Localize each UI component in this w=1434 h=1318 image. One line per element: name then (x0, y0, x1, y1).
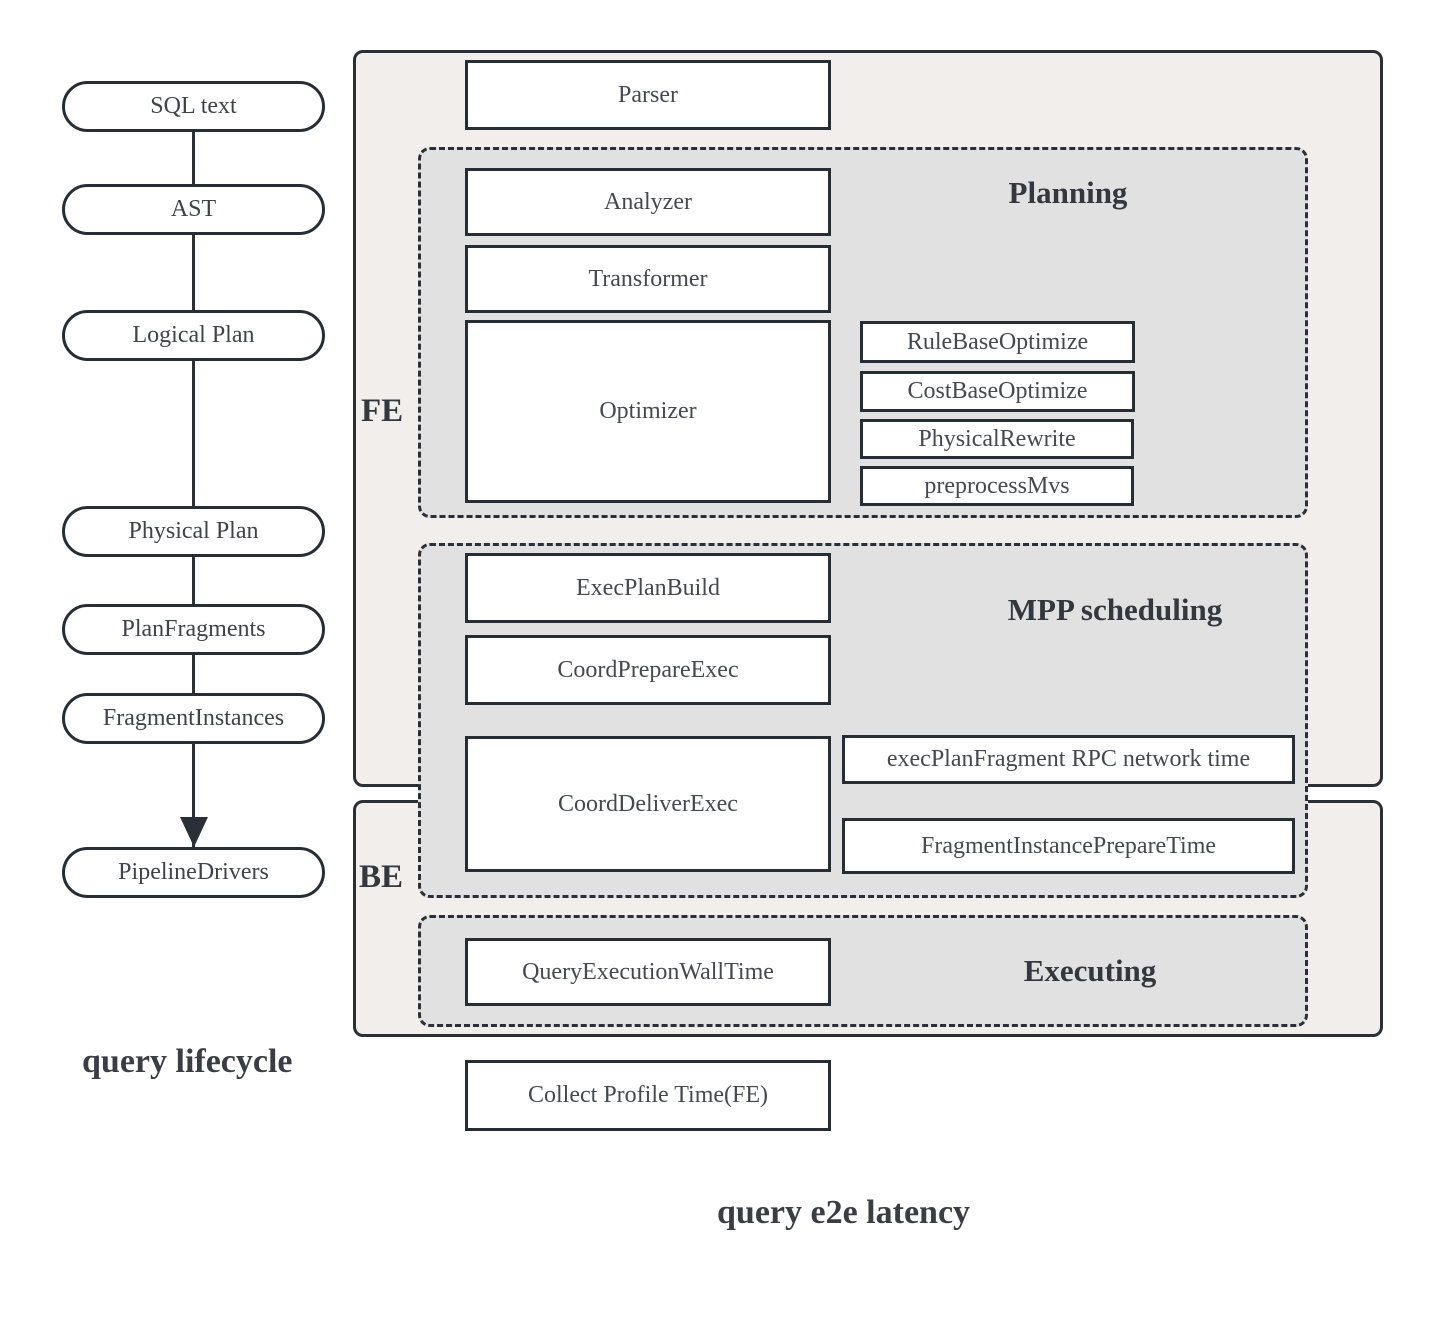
box-label: preprocessMvs (924, 472, 1070, 499)
flow-arrowhead-icon (180, 817, 208, 847)
e2e-latency-caption: query e2e latency (717, 1194, 971, 1231)
box-label: Optimizer (599, 398, 697, 424)
planning-title: Planning (1008, 175, 1128, 210)
exec-plan-fragment-rpc-box: execPlanFragment RPC network time (842, 735, 1295, 784)
optimizer-box: Optimizer (465, 320, 831, 503)
node-physical-plan: Physical Plan (62, 506, 325, 557)
box-label: FragmentInstancePrepareTime (920, 832, 1217, 859)
box-label: execPlanFragment RPC network time (886, 746, 1251, 772)
exec-plan-build-box: ExecPlanBuild (465, 553, 831, 623)
node-label: FragmentInstances (102, 705, 285, 731)
coord-deliver-exec-box: CoordDeliverExec (465, 736, 831, 872)
box-label: QueryExecutionWallTime (522, 958, 774, 985)
fe-label: FE (361, 393, 404, 429)
coord-prepare-exec-box: CoordPrepareExec (465, 635, 831, 705)
node-plan-fragments: PlanFragments (62, 604, 325, 655)
node-label: SQL text (150, 93, 237, 119)
transformer-box: Transformer (465, 245, 831, 313)
box-label: Analyzer (604, 188, 692, 215)
fragment-instance-prepare-box: FragmentInstancePrepareTime (842, 818, 1295, 874)
parser-box: Parser (465, 60, 831, 130)
query-execution-wall-time-box: QueryExecutionWallTime (465, 938, 831, 1006)
collect-profile-time-box: Collect Profile Time(FE) (465, 1060, 831, 1131)
node-label: Physical Plan (128, 518, 259, 544)
node-logical-plan: Logical Plan (62, 310, 325, 361)
node-label: AST (170, 196, 217, 222)
box-label: PhysicalRewrite (918, 425, 1076, 452)
node-pipeline-drivers: PipelineDrivers (62, 847, 325, 898)
preprocess-mvs-box: preprocessMvs (860, 466, 1134, 506)
node-label: PlanFragments (121, 616, 266, 642)
node-sql-text: SQL text (62, 81, 325, 132)
box-label: Transformer (588, 265, 708, 292)
box-label: ExecPlanBuild (576, 574, 720, 601)
mpp-scheduling-title: MPP scheduling (1007, 592, 1223, 627)
box-label: RuleBaseOptimize (906, 328, 1089, 355)
box-label: CoordPrepareExec (557, 656, 739, 683)
rule-base-optimize-box: RuleBaseOptimize (860, 321, 1135, 363)
node-label: Logical Plan (132, 322, 255, 348)
box-label: Collect Profile Time(FE) (528, 1082, 768, 1108)
physical-rewrite-box: PhysicalRewrite (860, 419, 1134, 459)
box-label: CostBaseOptimize (907, 378, 1088, 404)
cost-base-optimize-box: CostBaseOptimize (860, 371, 1135, 412)
node-label: PipelineDrivers (118, 859, 269, 885)
box-label: CoordDeliverExec (558, 790, 738, 817)
lifecycle-caption: query lifecycle (82, 1043, 293, 1080)
box-label: Parser (618, 81, 678, 108)
be-label: BE (359, 859, 404, 895)
executing-title: Executing (1023, 953, 1157, 988)
lifecycle-flow-line (192, 106, 195, 847)
node-ast: AST (62, 184, 325, 235)
node-fragment-instances: FragmentInstances (62, 693, 325, 744)
analyzer-box: Analyzer (465, 168, 831, 236)
